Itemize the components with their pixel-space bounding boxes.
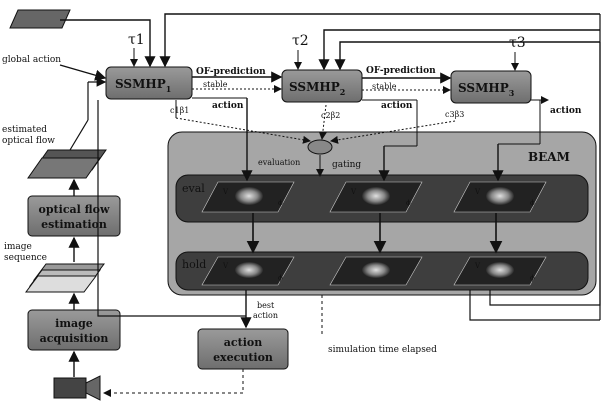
- ssmhp3-box: SSMHP3: [451, 71, 531, 103]
- svg-text:V: V: [350, 188, 357, 196]
- action-2: action: [381, 101, 413, 111]
- svg-text:action: action: [224, 336, 262, 349]
- of-prediction-1: OF-prediction: [196, 67, 266, 77]
- svg-text:V: V: [474, 188, 481, 196]
- svg-text:estimation: estimation: [41, 218, 107, 231]
- svg-text:ϕ: ϕ: [530, 274, 535, 282]
- stable-1: stable: [203, 80, 228, 89]
- eval-grid-3: V ϕ: [454, 182, 546, 212]
- image-sequence-label: image sequence: [4, 242, 47, 263]
- svg-text:V: V: [474, 262, 481, 270]
- simulation-time-label: simulation time elapsed: [328, 345, 437, 355]
- global-action-source: [10, 10, 70, 28]
- cbeta-1: c1β1: [170, 106, 189, 115]
- hold-grid-3: V ϕ: [454, 257, 546, 285]
- global-action-label: global action: [2, 55, 61, 65]
- tau-2: τ2: [292, 33, 309, 49]
- evaluation-label: evaluation: [258, 158, 300, 167]
- eval-grid-2: V ϕ: [330, 182, 422, 212]
- svg-text:ϕ: ϕ: [406, 199, 411, 207]
- camera-icon: [54, 376, 100, 400]
- svg-text:acquisition: acquisition: [40, 332, 109, 345]
- action-3: action: [550, 106, 582, 116]
- hold-grid-2: [330, 257, 422, 285]
- optical-flow-estimation-box: optical flow estimation: [28, 196, 120, 236]
- svg-text:V: V: [222, 262, 229, 270]
- svg-text:image: image: [55, 317, 93, 330]
- action-execution-box: action execution: [198, 329, 288, 369]
- beam-label: BEAM: [528, 150, 570, 164]
- estimated-of-label: estimated optical flow: [2, 125, 55, 146]
- image-sequence-stack: [26, 264, 104, 292]
- of-prediction-2: OF-prediction: [366, 66, 436, 76]
- action-1: action: [212, 101, 244, 111]
- svg-text:ϕ: ϕ: [278, 274, 283, 282]
- gating-label: gating: [332, 160, 361, 170]
- tau-3: τ3: [509, 35, 526, 51]
- gating-node: [308, 140, 332, 154]
- best-action-label: best action: [253, 301, 278, 320]
- svg-text:ϕ: ϕ: [278, 199, 283, 207]
- svg-text:optical flow: optical flow: [39, 203, 110, 216]
- eval-grid-1: V ϕ: [202, 182, 294, 212]
- hold-label: hold: [182, 258, 206, 271]
- eval-label: eval: [182, 182, 205, 195]
- svg-text:ϕ: ϕ: [530, 199, 535, 207]
- cbeta-3: c3β3: [445, 110, 464, 119]
- tau-1: τ1: [128, 32, 145, 48]
- svg-text:execution: execution: [213, 351, 273, 364]
- ssmhp2-box: SSMHP2: [282, 70, 362, 102]
- hold-grid-1: V ϕ: [202, 257, 294, 285]
- optical-flow-grid: [28, 150, 106, 178]
- ssmhp1-box: SSMHP1: [106, 67, 192, 99]
- svg-text:V: V: [222, 188, 229, 196]
